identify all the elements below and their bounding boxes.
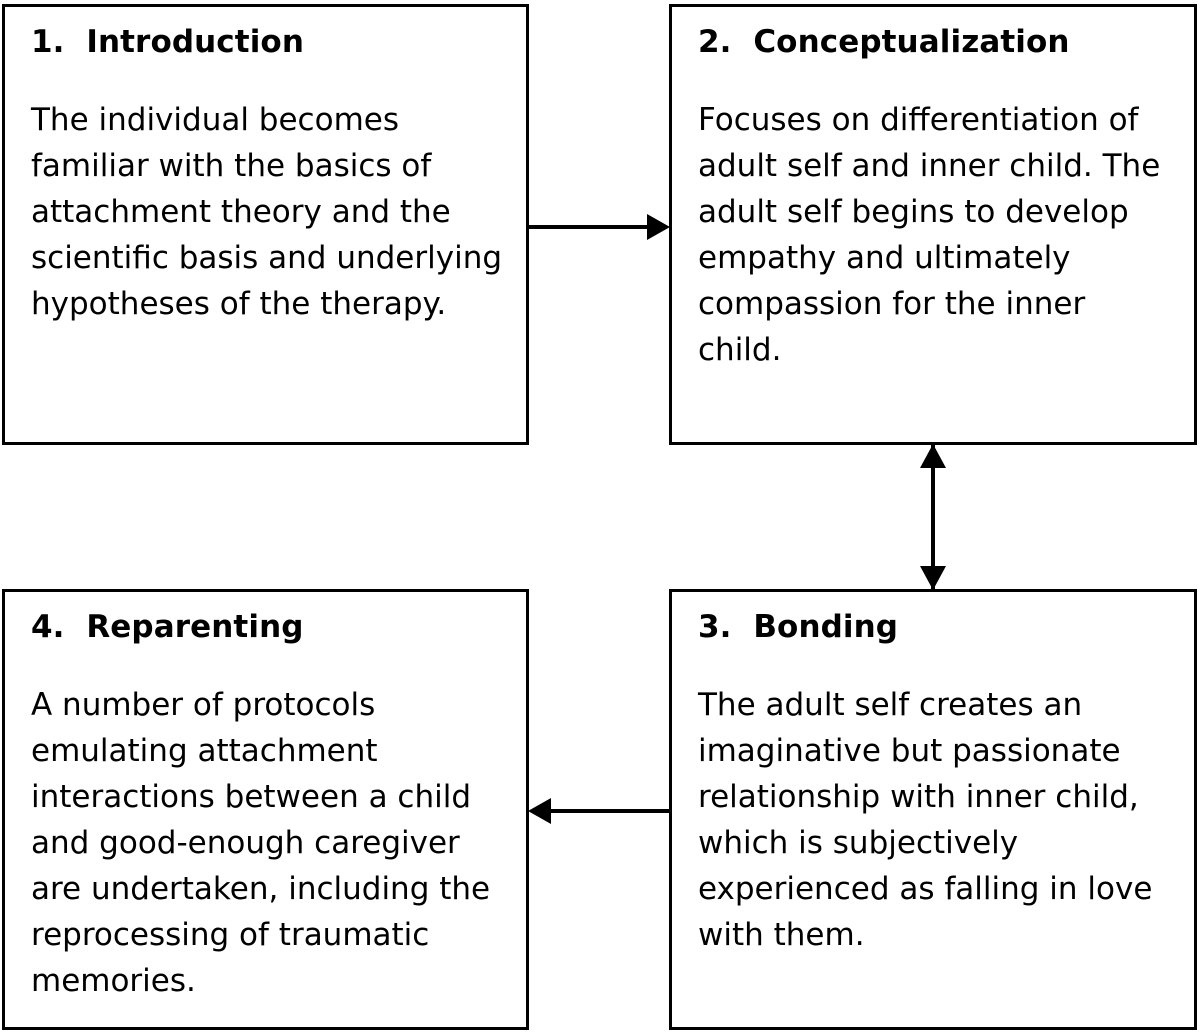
phase-box-introduction: 1. Introduction The individual becomes f… — [2, 4, 529, 445]
arrowhead-left-icon — [528, 798, 551, 824]
phase-body-conceptualization: Focuses on differentiation of adult self… — [698, 101, 1161, 368]
arrow-bonding-to-reparenting — [528, 798, 670, 824]
phase-box-bonding: 3. Bonding The adult self creates an ima… — [669, 589, 1197, 1030]
phase-box-conceptualization: 2. Conceptualization Focuses on differen… — [669, 4, 1197, 445]
arrowhead-up-icon — [920, 444, 946, 468]
phase-body-reparenting: A number of protocols emulating attachme… — [31, 686, 491, 999]
phase-title-bonding: 3. Bonding — [698, 609, 899, 645]
arrow-shaft — [549, 809, 670, 813]
phase-box-reparenting: 4. Reparenting A number of protocols emu… — [2, 589, 529, 1030]
arrow-introduction-to-conceptualization — [528, 214, 670, 240]
arrow-shaft — [931, 444, 935, 590]
arrow-conceptualization-to-bonding-bidirectional — [920, 444, 946, 590]
phase-title-introduction: 1. Introduction — [31, 24, 304, 60]
phase-title-reparenting: 4. Reparenting — [31, 609, 304, 645]
arrowhead-down-icon — [920, 566, 946, 590]
phase-title-conceptualization: 2. Conceptualization — [698, 24, 1070, 60]
arrowhead-right-icon — [647, 214, 670, 240]
arrow-shaft — [528, 225, 649, 229]
phase-body-bonding: The adult self creates an imaginative bu… — [698, 686, 1153, 953]
phase-body-introduction: The individual becomes familiar with the… — [31, 101, 503, 322]
